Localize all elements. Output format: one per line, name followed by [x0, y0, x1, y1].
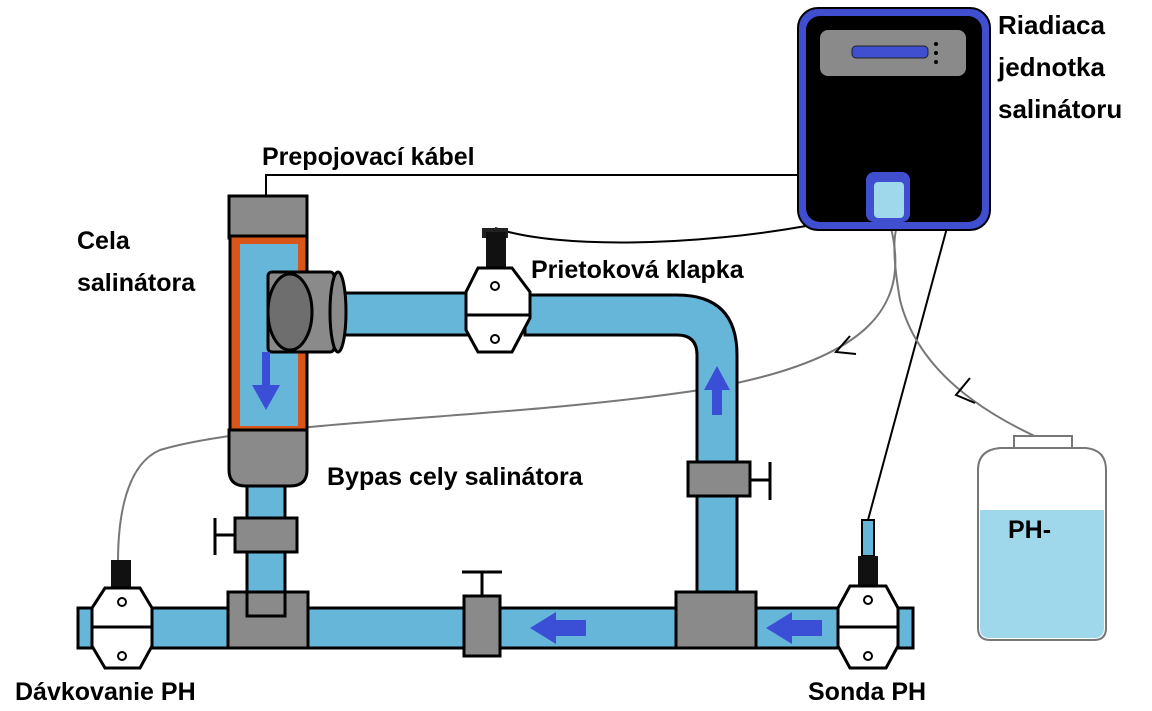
flow-switch-cable [494, 225, 807, 244]
display-screen [851, 45, 929, 59]
ph-probe-cable [867, 223, 949, 521]
interconnect-cable [265, 174, 800, 198]
ph-probe-label: Sonda PH [808, 678, 926, 706]
salinator-cell [227, 194, 348, 488]
control-unit-label-line3: salinátoru [998, 94, 1122, 124]
bypass-label: Bypas cely salinátora [327, 463, 584, 491]
right-tee [674, 590, 758, 650]
cell-label-line2: salinátora [77, 269, 196, 297]
flow-switch [464, 228, 532, 354]
top-pipe [328, 291, 482, 337]
flow-arrow-icon [704, 366, 730, 415]
tube-direction-arrow-icon [954, 377, 976, 404]
control-unit [797, 7, 991, 231]
ph-minus-tank [977, 435, 1107, 641]
ball-valve-icon [213, 516, 299, 555]
suction-tube [893, 223, 1044, 441]
dosing-tube [117, 223, 897, 563]
ph-minus-label: PH- [1008, 516, 1051, 544]
control-unit-label-line1: Riadiaca [998, 10, 1105, 40]
return-riser-pipe [523, 293, 739, 614]
flow-arrow-icon [252, 352, 280, 410]
pressure-clamp-icon [90, 560, 154, 670]
flow-valve-label: Prietoková klapka [531, 256, 745, 284]
flow-arrow-icon [530, 612, 586, 644]
tube-direction-arrow-icon [833, 335, 857, 355]
ph-dosing-label: Dávkovanie PH [15, 678, 196, 706]
cable-label: Prepojovací kábel [262, 143, 475, 171]
left-tee-stem [245, 590, 287, 618]
ph-probe [836, 519, 900, 670]
cell-label-line1: Cela [77, 227, 131, 255]
ball-valve-icon [462, 570, 502, 658]
flow-arrow-icon [766, 612, 822, 644]
ball-valve-icon [686, 460, 772, 500]
control-unit-label-line2: jednotka [997, 52, 1105, 82]
